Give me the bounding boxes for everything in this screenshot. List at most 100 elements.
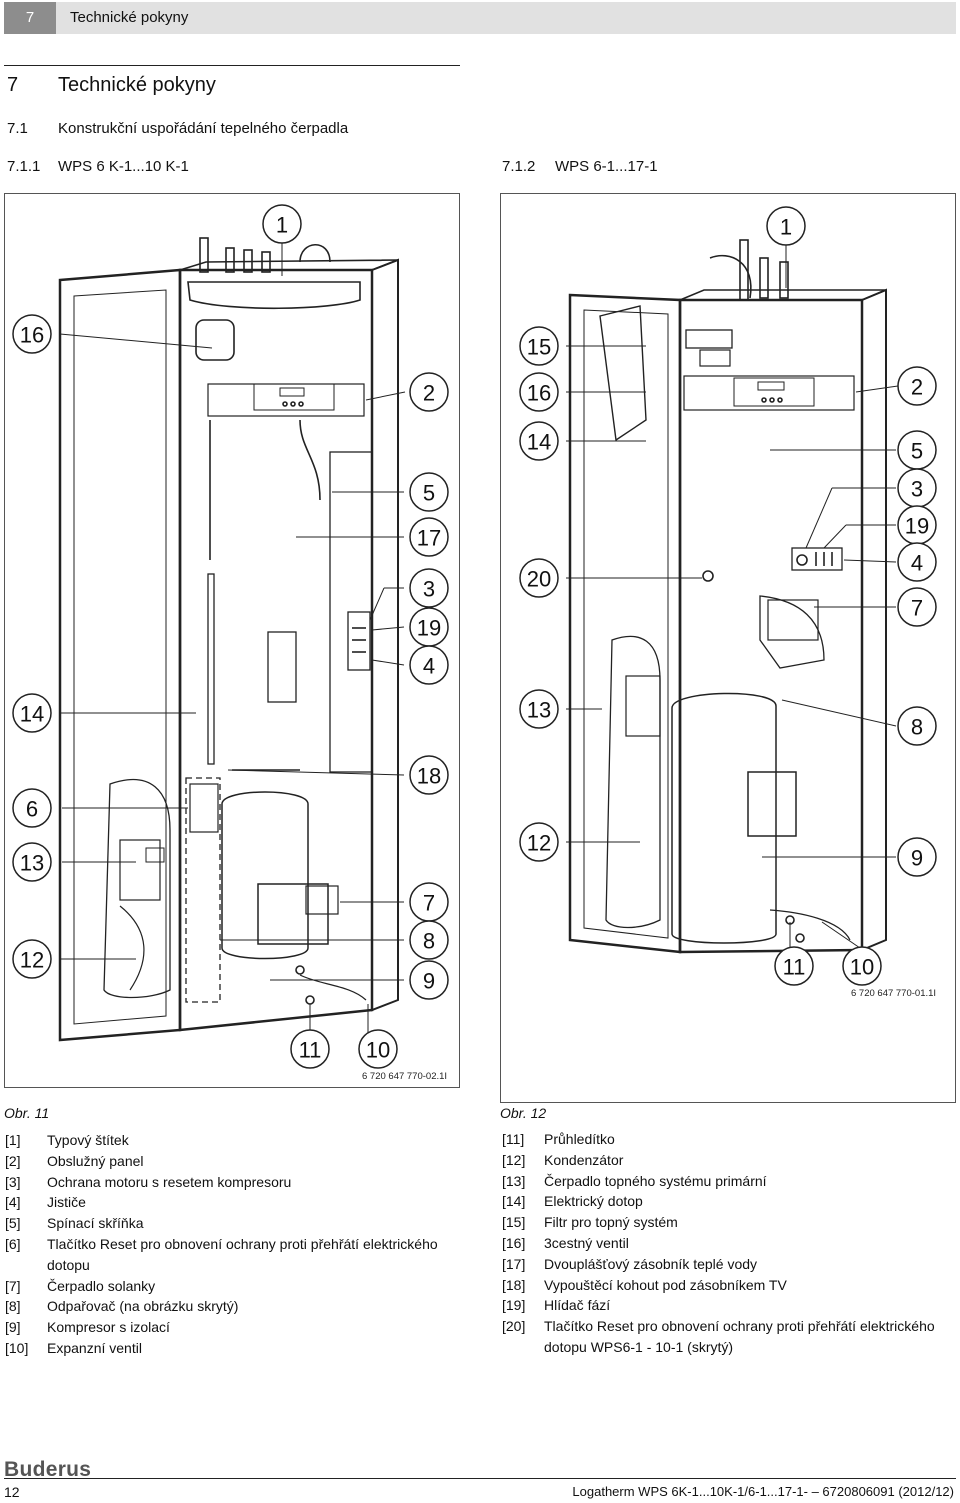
right-callouts: 1 15 16 2 14 5 3 19 20 4 7 13 8 12 9 11 … [519,206,937,986]
legend-text: Tlačítko Reset pro obnovení ochrany prot… [544,1318,935,1355]
legend-text: Hlídač fází [544,1297,611,1314]
legend-key: [10] [5,1339,29,1356]
left-callout-7: 7 [423,891,435,916]
left-callout-6: 6 [26,797,38,822]
left-callout-18: 18 [417,764,441,789]
legend-item: [20] Tlačítko Reset pro obnovení ochrany … [502,1316,956,1358]
left-callout-17: 17 [417,526,441,551]
legend-item: [15]Filtr pro topný systém [502,1212,956,1233]
right-callout-20: 20 [527,567,551,592]
left-callout-12: 12 [20,948,44,973]
footer-rule [4,1478,956,1479]
right-callout-13: 13 [527,698,551,723]
legend-key: [2] [5,1152,21,1169]
left-callout-10: 10 [366,1038,390,1063]
right-callout-12: 12 [527,831,551,856]
legend-item: [4] Jističe [5,1192,460,1213]
legend-item: [5]Spínací skříňka [5,1213,460,1234]
legend-item: [11] Průhledítko [502,1129,956,1150]
left-callout-11: 11 [299,1038,322,1063]
legend-item: [3] Ochrana motoru s resetem kompresoru [5,1172,460,1193]
subsection-title: Konstrukční uspořádání tepelného čerpadl… [58,120,349,137]
legend-item: [2]Obslužný panel [5,1151,460,1172]
legend-text: Tlačítko Reset pro obnovení ochrany prot… [47,1235,438,1273]
right-callout-8: 8 [911,715,923,740]
right-callout-9: 9 [911,846,923,871]
legend-text: Průhledítko [544,1131,615,1147]
chapter-title: Technické pokyny [70,9,189,26]
buderus-logo: Buderus [4,1458,92,1481]
legend-key: [8] [5,1298,21,1315]
footer-doc-text: Logatherm WPS 6K-1...10K-1/6-1...17-1- –… [572,1484,954,1499]
legend-text: Čerpadlo topného systému primární [544,1172,767,1189]
legend-text: Elektrický dotop [544,1193,643,1210]
left-callout-3: 3 [423,577,435,602]
legend-item: [17] Dvouplášťový zásobník teplé vody [502,1254,956,1275]
legend-item: [14]Elektrický dotop [502,1191,956,1212]
page-number: 12 [4,1484,20,1500]
right-callout-2: 2 [911,375,923,400]
legend-text: Jističe [47,1194,86,1211]
legend-key: [9] [5,1319,21,1336]
left-figure-heading-title: WPS 6 K-1...10 K-1 [58,158,189,175]
right-callout-19: 19 [905,514,929,539]
left-callout-5: 5 [423,481,435,506]
legend-item: [12] Kondenzátor [502,1150,956,1171]
chapter-header-bar: 7 Technické pokyny [4,2,956,34]
subsection-number: 7.1 [7,120,28,137]
left-figure-frame [4,193,460,1088]
legend-key: [19] [502,1297,526,1314]
legend-key: [20] [502,1318,526,1335]
legend-item: [19] Hlídač fází [502,1295,956,1316]
left-legend: [1] Typový štítek [2]Obslužný panel[3] Ochr… [5,1130,460,1359]
right-callout-11: 11 [783,955,806,980]
left-callout-4: 4 [423,654,435,679]
right-callout-4: 4 [911,551,923,576]
right-figure-heading-number: 7.1.2 [502,158,536,175]
legend-key: [4] [5,1194,21,1211]
section-number: 7 [7,74,19,96]
right-callout-10: 10 [850,955,874,980]
right-callout-7: 7 [911,596,923,621]
legend-key: [7] [5,1277,21,1294]
legend-item: [16] 3cestný ventil [502,1233,956,1254]
legend-text: Kompresor s izolací [47,1319,170,1336]
legend-key: [13] [502,1172,526,1189]
legend-text: Spínací skříňka [47,1215,144,1232]
legend-text: Expanzní ventil [47,1339,142,1356]
legend-item: [13] Čerpadlo topného systému primární [502,1171,956,1192]
right-figure-code: 6 720 647 770-01.1I [851,988,937,999]
right-figure-heading-title: WPS 6-1...17-1 [555,158,658,175]
legend-key: [18] [502,1276,526,1293]
legend-key: [17] [502,1255,526,1272]
left-callout-1: 1 [276,213,288,238]
legend-text: Vypouštěcí kohout pod zásobníkem TV [544,1276,787,1293]
left-callout-14: 14 [20,702,44,727]
legend-key: [12] [502,1151,526,1168]
legend-key: [11] [502,1131,525,1147]
right-callout-1: 1 [780,215,792,240]
left-heat-pump-drawing [58,237,406,1042]
left-figure-heading-number: 7.1.1 [7,158,41,175]
legend-text: Typový štítek [47,1132,129,1148]
legend-key: [16] [502,1234,526,1251]
legend-key: [1] [5,1132,21,1148]
legend-text: Odpařovač (na obrázku skrytý) [47,1298,239,1315]
legend-text: Ochrana motoru s resetem kompresoru [47,1173,292,1190]
right-legend: [11] Průhledítko [12] Kondenzátor [13] Čerpad… [502,1129,956,1358]
legend-item: [9] Kompresor s izolací [5,1317,460,1338]
legend-item: [6] Tlačítko Reset pro obnovení ochrany p… [5,1234,460,1276]
legend-key: [6] [5,1235,21,1252]
legend-text: Dvouplášťový zásobník teplé vody [544,1255,758,1272]
legend-item: [1] Typový štítek [5,1130,460,1151]
legend-text: Kondenzátor [544,1151,624,1168]
right-callout-14: 14 [527,430,551,455]
legend-item: [7] Čerpadlo solanky [5,1276,460,1297]
legend-item: [10] Expanzní ventil [5,1338,460,1359]
left-callout-19: 19 [417,616,441,641]
chapter-number: 7 [4,2,56,34]
legend-text: Čerpadlo solanky [47,1277,156,1294]
legend-text: 3cestný ventil [544,1234,629,1251]
section-title: Technické pokyny [58,74,216,96]
legend-key: [3] [5,1173,21,1190]
